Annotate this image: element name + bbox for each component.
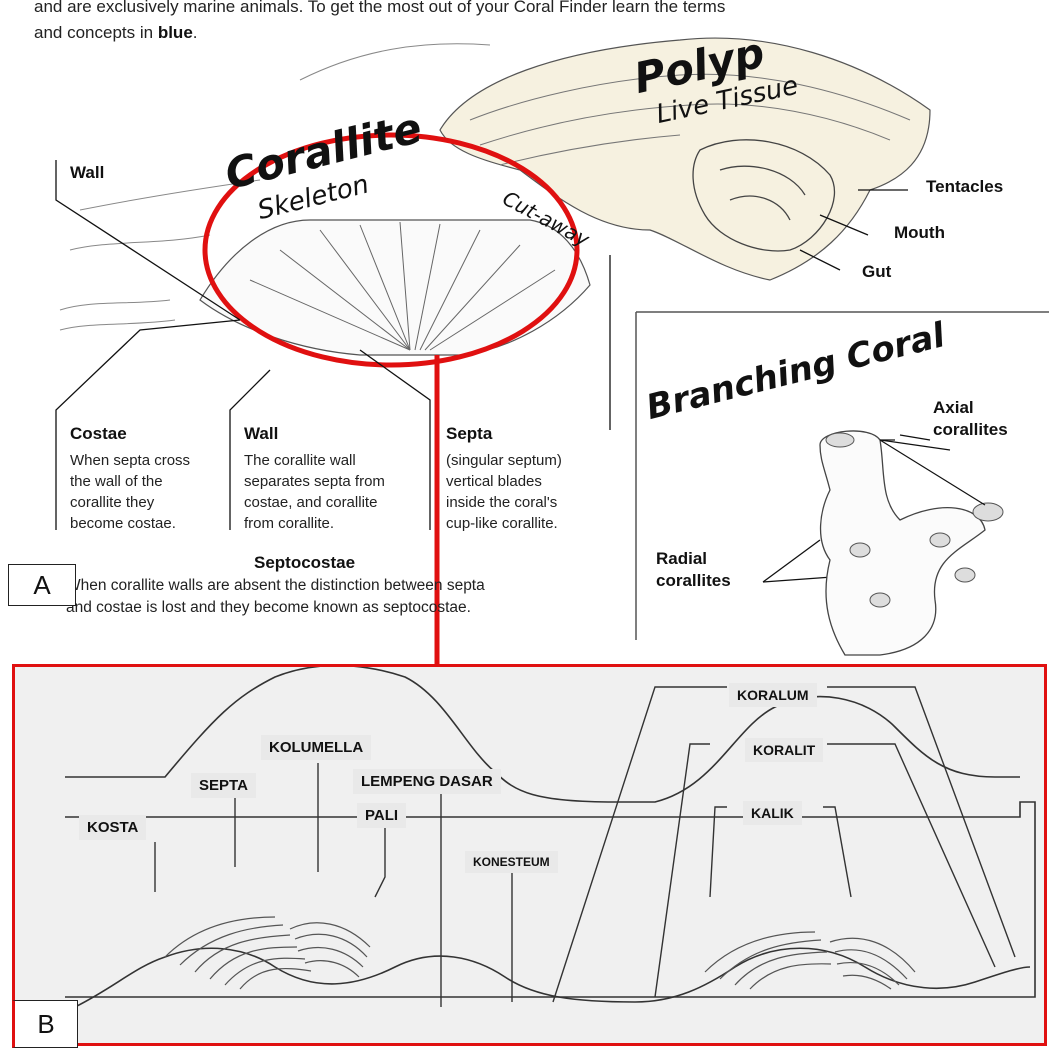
wall-title: Wall	[244, 424, 424, 444]
panel-b: KORALUM KOLUMELLA KORALIT SEPTA LEMPENG …	[12, 664, 1047, 1046]
tag-kosta: KOSTA	[79, 815, 146, 840]
septa-desc-1: (singular septum)	[446, 450, 616, 471]
panel-b-label: B	[12, 1000, 78, 1048]
septa-block: Septa (singular septum) vertical blades …	[446, 424, 616, 534]
tag-koralum: KORALUM	[729, 683, 817, 707]
tentacles-label: Tentacles	[926, 177, 1003, 197]
septa-desc-2: vertical blades	[446, 471, 616, 492]
wall-desc-4: from corallite.	[244, 513, 424, 534]
costae-desc-3: corallite they	[70, 492, 230, 513]
tag-koralit: KORALIT	[745, 738, 823, 762]
radial-corallites-label: Radial corallites	[656, 548, 731, 592]
tag-pali: PALI	[357, 803, 406, 828]
mouth-label: Mouth	[894, 223, 945, 243]
wall-block: Wall The corallite wall separates septa …	[244, 424, 424, 534]
septa-desc-4: cup-like corallite.	[446, 513, 616, 534]
panel-a-label: A	[8, 564, 76, 606]
axial-corallites-label: Axial corallites	[933, 397, 1008, 441]
costae-desc-1: When septa cross	[70, 450, 230, 471]
tag-lempeng-dasar: LEMPENG DASAR	[353, 769, 501, 794]
gut-label: Gut	[862, 262, 891, 282]
wall-desc-3: costae, and corallite	[244, 492, 424, 513]
septocostae-line-2: and costae is lost and they become known…	[66, 597, 471, 618]
septocostae-line-1: When corallite walls are absent the dist…	[66, 575, 485, 596]
branching-coral-shape	[820, 431, 985, 655]
costae-title: Costae	[70, 424, 230, 444]
tag-konesteum: KONESTEUM	[465, 851, 558, 873]
septa-title: Septa	[446, 424, 616, 444]
septocostae-title: Septocostae	[254, 553, 355, 573]
tag-kolumella: KOLUMELLA	[261, 735, 371, 760]
wall-desc-1: The corallite wall	[244, 450, 424, 471]
wall-top-label: Wall	[70, 163, 104, 183]
corallite-skeleton-shape	[200, 220, 590, 355]
septa-desc-3: inside the coral's	[446, 492, 616, 513]
costae-desc-2: the wall of the	[70, 471, 230, 492]
tag-kalik: KALIK	[743, 801, 802, 825]
wall-desc-2: separates septa from	[244, 471, 424, 492]
costae-block: Costae When septa cross the wall of the …	[70, 424, 230, 534]
tag-septa: SEPTA	[191, 773, 256, 798]
costae-desc-4: become costae.	[70, 513, 230, 534]
